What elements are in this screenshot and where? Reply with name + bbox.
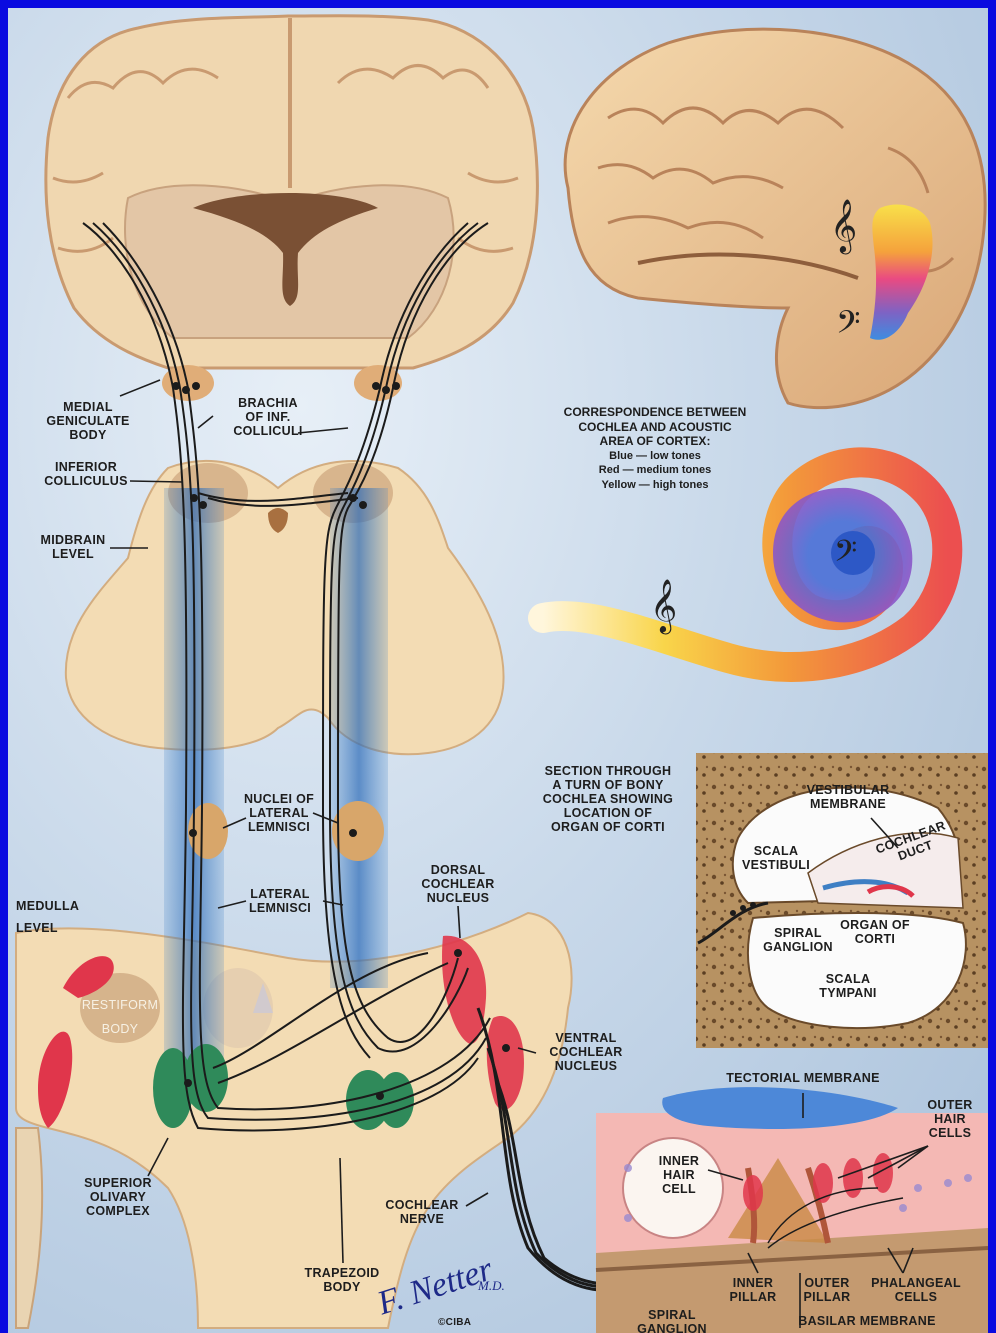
label-organ-of-corti: ORGAN OF CORTI (834, 918, 916, 946)
label-spiral-ganglion-bottom: SPIRAL GANGLION (632, 1308, 712, 1333)
label-ventral-cochlear: VENTRAL COCHLEAR NUCLEUS (536, 1031, 636, 1073)
signature-degree: M.D. (478, 1278, 505, 1294)
legend-yellow: Yellow — high tones (540, 478, 770, 493)
legend-blue: Blue — low tones (540, 449, 770, 464)
label-nuclei-lateral-lemnisci: NUCLEI OF LATERAL LEMNISCI (236, 792, 322, 834)
label-dorsal-cochlear: DORSAL COCHLEAR NUCLEUS (408, 863, 508, 905)
label-scala-vestibuli: SCALA VESTIBULI (736, 844, 816, 872)
label-medulla-level: MEDULLA LEVEL (16, 895, 79, 939)
tonotopy-legend: CORRESPONDENCE BETWEEN COCHLEA AND ACOUS… (540, 405, 770, 492)
lateral-brain-view (565, 29, 985, 408)
label-inner-hair-cell: INNER HAIR CELL (648, 1154, 710, 1196)
label-section-title: SECTION THROUGH A TURN OF BONY COCHLEA S… (528, 764, 688, 834)
bass-clef-icon: 𝄢 (836, 306, 861, 346)
label-medial-geniculate: MEDIAL GENICULATE BODY (46, 400, 130, 442)
label-inner-pillar: INNER PILLAR (720, 1276, 786, 1304)
label-midbrain-level: MIDBRAIN LEVEL (33, 533, 113, 561)
label-outer-pillar: OUTER PILLAR (794, 1276, 860, 1304)
copyright-mark: ©CIBA (438, 1316, 471, 1330)
label-outer-hair-cells: OUTER HAIR CELLS (920, 1098, 980, 1140)
label-basilar-membrane: BASILAR MEMBRANE (782, 1314, 952, 1328)
legend-title: CORRESPONDENCE BETWEEN COCHLEA AND ACOUS… (540, 405, 770, 449)
bass-clef-icon: 𝄢 (834, 536, 857, 576)
label-cochlear-nerve: COCHLEAR NERVE (380, 1198, 464, 1226)
treble-clef-icon: 𝄞 (830, 200, 858, 250)
label-tectorial-membrane: TECTORIAL MEMBRANE (708, 1071, 898, 1085)
unrolled-cochlea-spiral (543, 462, 947, 667)
label-lateral-lemnisci: LATERAL LEMNISCI (240, 887, 320, 915)
illustration-canvas: 𝄞 𝄢 𝄞 𝄢 CORRESPONDENCE BETWEEN COCHLEA A… (8, 8, 988, 1333)
treble-clef-icon: 𝄞 (650, 580, 678, 630)
label-phalangeal-cells: PHALANGEAL CELLS (866, 1276, 966, 1304)
coronal-brain-section (46, 16, 538, 368)
label-vestibular-membrane: VESTIBULAR MEMBRANE (803, 783, 893, 811)
legend-red: Red — medium tones (540, 463, 770, 478)
label-spiral-ganglion-section: SPIRAL GANGLION (758, 926, 838, 954)
label-inferior-colliculus: INFERIOR COLLICULUS (36, 460, 136, 488)
label-scala-tympani: SCALA TYMPANI (808, 972, 888, 1000)
label-brachia: BRACHIA OF INF. COLLICULI (228, 396, 308, 438)
label-restiform-body: RESTIFORM BODY (70, 993, 170, 1041)
label-superior-olivary: SUPERIOR OLIVARY COMPLEX (68, 1176, 168, 1218)
